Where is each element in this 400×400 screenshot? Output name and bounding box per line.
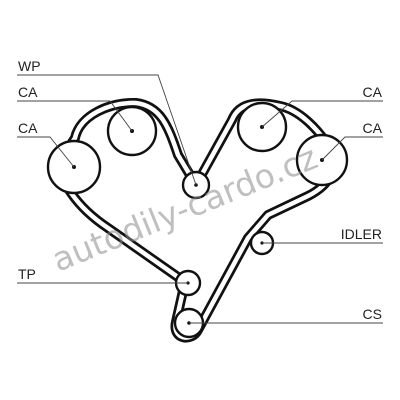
leader-wp — [17, 74, 197, 186]
label-ca-left: CA — [18, 120, 38, 136]
label-wp: WP — [18, 58, 41, 74]
label-cs: CS — [363, 306, 382, 322]
label-tp: TP — [18, 266, 36, 282]
leader-ca-right — [321, 136, 383, 161]
label-ca-top-right: CA — [363, 84, 383, 100]
leader-ca-left — [17, 136, 75, 168]
label-ca-right: CA — [363, 120, 383, 136]
label-idler: IDLER — [341, 226, 382, 242]
leader-ca-top-right — [261, 100, 383, 128]
label-ca-top-left: CA — [18, 84, 38, 100]
leader-lines — [17, 74, 383, 324]
leader-ca-top-left — [17, 100, 133, 132]
